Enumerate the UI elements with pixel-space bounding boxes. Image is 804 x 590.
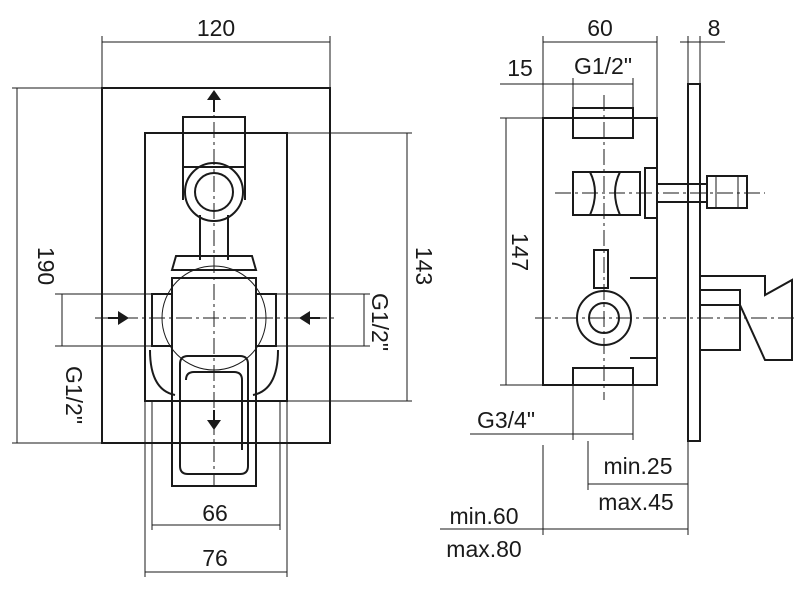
- side-lever: [699, 275, 793, 361]
- arrow-down-icon: [207, 410, 221, 430]
- stem-flare: [182, 167, 246, 200]
- dimension-147-label: 147: [507, 233, 533, 271]
- side-top-spindle-end: [706, 175, 748, 209]
- dimension-15-label: 15: [507, 55, 533, 81]
- dimension-190-label: 190: [33, 247, 59, 285]
- lever-grip: [179, 355, 249, 475]
- dimension-76-label: 76: [202, 545, 228, 571]
- dimension-60-label: 60: [587, 15, 613, 41]
- side-body-bottom-lip: [572, 367, 634, 386]
- left-thread-label: G1/2": [61, 366, 87, 424]
- mixer-shoulder: [170, 255, 258, 271]
- top-connector-inner: [194, 172, 234, 212]
- front-view: 120 190 143 G1/2" G1/2": [12, 15, 437, 577]
- max-45-label: max.45: [598, 489, 673, 515]
- dimension-66: [151, 401, 281, 530]
- dimension-143-label: 143: [411, 247, 437, 285]
- dimension-120: [101, 36, 331, 88]
- cover-plate: [101, 87, 331, 444]
- left-thread-dimension: [55, 293, 152, 347]
- dimension-147: [500, 117, 573, 386]
- right-thread-label: G1/2": [367, 293, 393, 351]
- bottom-thread-label: G3/4": [477, 407, 535, 433]
- dimension-8: [680, 36, 725, 84]
- dimension-60: [542, 36, 658, 118]
- dimension-76: [144, 401, 288, 577]
- lever-grip-inner: [185, 371, 243, 450]
- side-top-stem: [572, 107, 634, 139]
- bottom-thread-dimension: [470, 385, 634, 440]
- lever-plate: [171, 277, 257, 487]
- max-80-label: max.80: [446, 536, 521, 562]
- dimension-120-label: 120: [197, 15, 235, 41]
- side-view: 60 8 15 G1/2" 147 G3/4": [440, 15, 795, 562]
- dimension-min60-max80: [440, 441, 689, 535]
- dimension-66-label: 66: [202, 500, 228, 526]
- dimension-143: [287, 132, 412, 402]
- arrow-left-icon: [299, 311, 320, 325]
- right-thread-dimension: [276, 293, 370, 347]
- dimension-15: [500, 78, 634, 108]
- dimension-8-label: 8: [708, 15, 721, 41]
- top-connector-outer: [184, 162, 244, 222]
- arrow-right-icon: [108, 311, 129, 325]
- top-stem: [182, 116, 246, 168]
- arrow-up-icon: [207, 90, 221, 112]
- min-60-label: min.60: [449, 503, 518, 529]
- cartridge-circle: [161, 265, 267, 371]
- dimension-190: [12, 87, 102, 444]
- min-25-label: min.25: [603, 453, 672, 479]
- side-lever-escutcheon: [700, 289, 741, 351]
- side-diverter: [593, 249, 609, 289]
- valve-body: [144, 132, 288, 402]
- wall-plate: [687, 83, 701, 442]
- top-thread-label: G1/2": [574, 53, 632, 79]
- side-top-connector: [572, 171, 641, 216]
